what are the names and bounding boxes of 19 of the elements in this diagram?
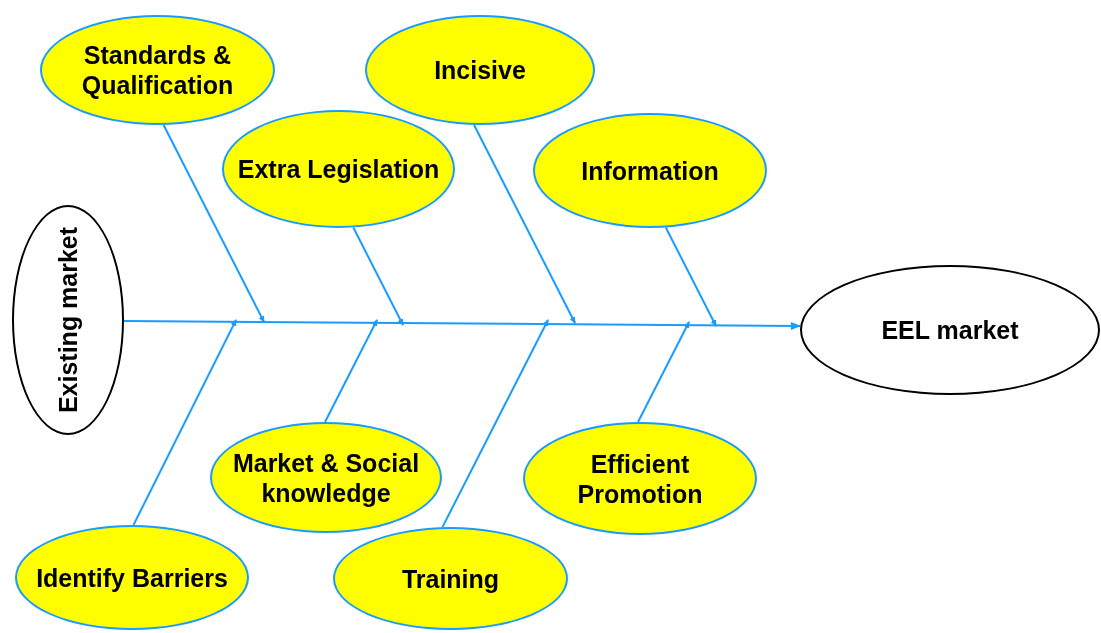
node-label: Market & Social knowledge (231, 447, 421, 508)
node-label: Extra Legislation (236, 154, 441, 184)
rib-arrow (637, 321, 690, 423)
rib-arrow (441, 319, 549, 529)
rib-arrow (352, 226, 404, 326)
rib-arrow (162, 123, 265, 323)
rib-arrow (664, 226, 717, 327)
rib-arrow (324, 319, 378, 423)
rib-arrow (473, 123, 576, 324)
node-label: Existing market (53, 226, 83, 414)
node-label: Information (580, 155, 720, 186)
rib-arrow (132, 319, 237, 526)
node-label: Standards & Qualification (80, 40, 235, 100)
spine-arrow (123, 320, 801, 330)
node-label: Training (400, 563, 501, 594)
node-label: Incisive (433, 55, 527, 85)
node-label: Efficient Promotion (576, 448, 704, 509)
node-label: EEL market (880, 315, 1020, 345)
node-label: Identify Barriers (35, 562, 229, 593)
